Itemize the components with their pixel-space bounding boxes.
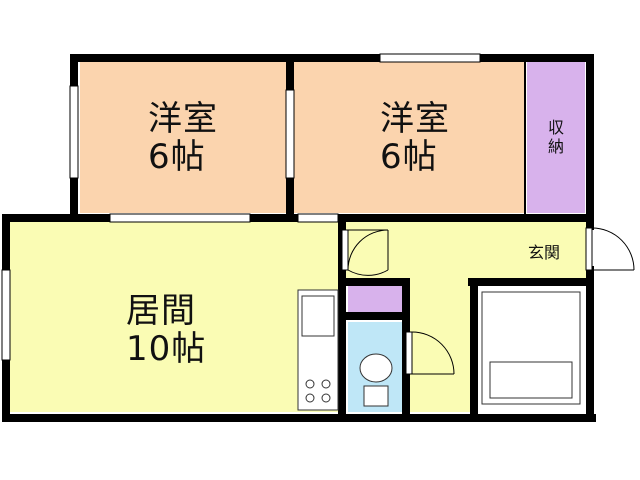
window-internal-2: [297, 213, 339, 223]
toilet: [359, 353, 393, 407]
stove-burner: [321, 379, 331, 389]
storage-label-line2: 納: [547, 137, 564, 157]
living-room-label: 居間 10帖: [126, 292, 206, 368]
bathtub: [481, 291, 581, 405]
storage-closet-fill: [527, 62, 585, 213]
western-room-1-name: 洋室: [148, 99, 218, 139]
entrance-label: 玄関: [528, 243, 561, 262]
stove-burner: [305, 393, 315, 403]
western-room-2-size: 6帖: [380, 137, 438, 178]
sink: [301, 295, 335, 337]
western-room-1-fill: [80, 62, 287, 213]
hall-lower-fill: [408, 278, 472, 412]
storage-label-line1: 収: [547, 118, 564, 137]
window-left: [1, 269, 11, 361]
storage-label: 収 納: [544, 118, 568, 156]
window-top-right: [379, 53, 481, 63]
living-room-size: 10帖: [126, 329, 207, 370]
windows: [1, 53, 481, 361]
window-top-west: [69, 85, 79, 179]
western-room-2-name: 洋室: [380, 99, 450, 139]
stove-burner: [305, 379, 315, 389]
window-top-mid: [285, 89, 295, 179]
living-room-fill: [10, 222, 340, 412]
small-storage-fill: [348, 284, 404, 312]
doors: [341, 227, 635, 375]
hallway-fill: [344, 222, 588, 278]
western-room-2-fill: [293, 62, 525, 213]
stove-burner: [321, 393, 331, 403]
window-internal-1: [109, 213, 251, 223]
living-room-name: 居間: [126, 291, 196, 331]
kitchen-counter: [297, 289, 339, 411]
western-room-1-size: 6帖: [148, 137, 206, 178]
western-room-1-label: 洋室 6帖: [148, 100, 218, 176]
western-room-2-label: 洋室 6帖: [380, 100, 450, 176]
